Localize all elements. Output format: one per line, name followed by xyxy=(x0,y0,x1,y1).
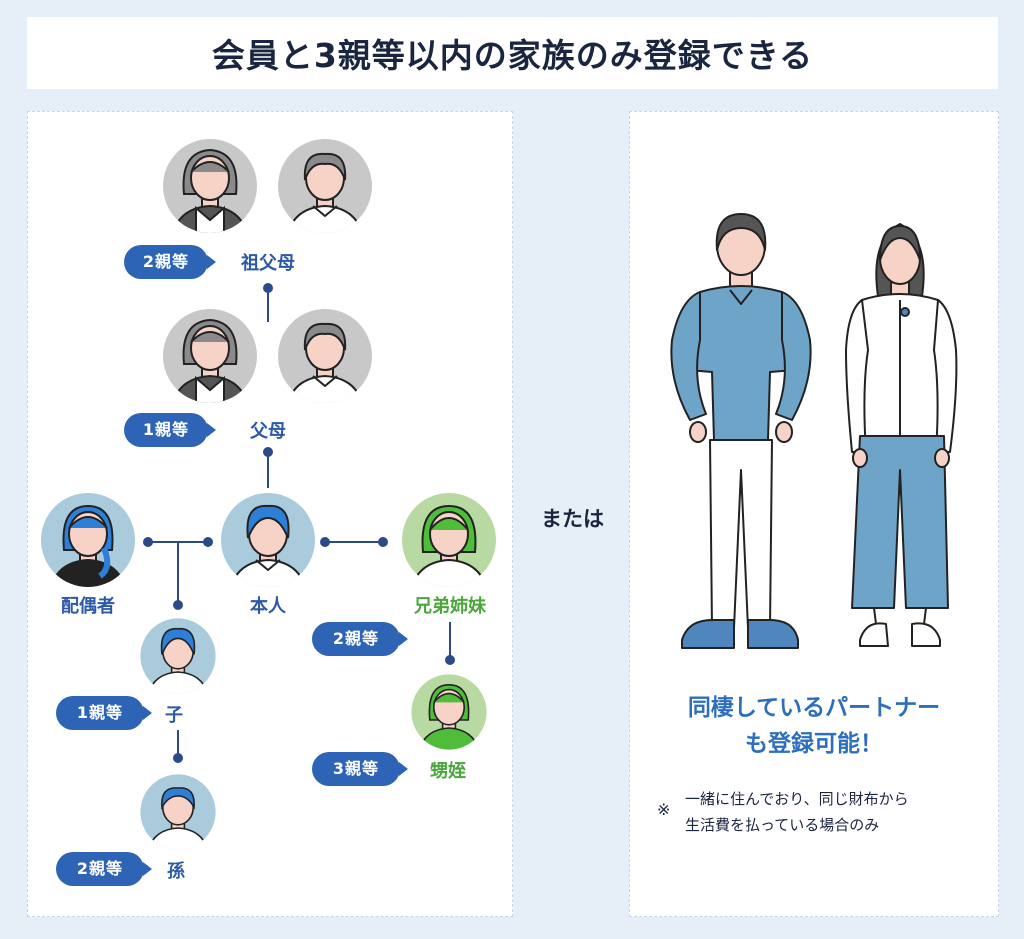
label-nephew-niece: 甥姪 xyxy=(430,761,466,782)
degree-pill-parents: 1親等 xyxy=(124,413,216,447)
spouse-avatar xyxy=(41,493,135,587)
partner-heading-line2: も登録可能！ xyxy=(745,731,883,757)
self-avatar xyxy=(221,493,315,587)
label-parents: 父母 xyxy=(250,421,286,442)
partner-note-line2: 生活費を払っている場合のみ xyxy=(685,816,880,834)
partner-heading: 同棲しているパートナー も登録可能！ xyxy=(629,690,999,762)
degree-pill-grandparents: 2親等 xyxy=(124,245,216,279)
label-self: 本人 xyxy=(250,596,286,617)
child-avatar xyxy=(140,618,216,694)
degree-pill-siblings: 2親等 xyxy=(312,622,408,656)
grandchild-avatar xyxy=(140,774,216,850)
title-banner: 会員と3親等以内の家族のみ登録できる xyxy=(27,17,998,89)
mother-avatar xyxy=(163,309,257,403)
degree-pill-nephew-niece: 3親等 xyxy=(312,752,408,786)
degree-pill-grandchild: 2親等 xyxy=(56,852,152,886)
page-title: 会員と3親等以内の家族のみ登録できる xyxy=(211,36,814,75)
label-child: 子 xyxy=(165,705,183,726)
note-mark: ※ xyxy=(657,800,671,819)
partner-man-illustration xyxy=(670,213,812,649)
grandmother-avatar xyxy=(163,139,257,233)
label-spouse: 配偶者 xyxy=(61,596,115,617)
degree-pill-child: 1親等 xyxy=(56,696,152,730)
father-avatar xyxy=(278,309,372,403)
partner-heading-line1: 同棲しているパートナー xyxy=(687,695,941,721)
sibling-avatar xyxy=(402,493,496,587)
partner-note: 一緒に住んでおり、同じ財布から 生活費を払っている場合のみ xyxy=(685,786,909,838)
nephew-niece-avatar xyxy=(411,674,487,750)
grandfather-avatar xyxy=(278,139,372,233)
or-label: または xyxy=(541,507,604,531)
label-siblings: 兄弟姉妹 xyxy=(414,596,486,617)
partner-woman-illustration xyxy=(845,223,958,647)
label-grandchild: 孫 xyxy=(167,861,185,882)
partner-note-line1: 一緒に住んでおり、同じ財布から xyxy=(685,790,909,808)
connector-lines xyxy=(143,283,455,763)
label-grandparents: 祖父母 xyxy=(241,253,295,274)
